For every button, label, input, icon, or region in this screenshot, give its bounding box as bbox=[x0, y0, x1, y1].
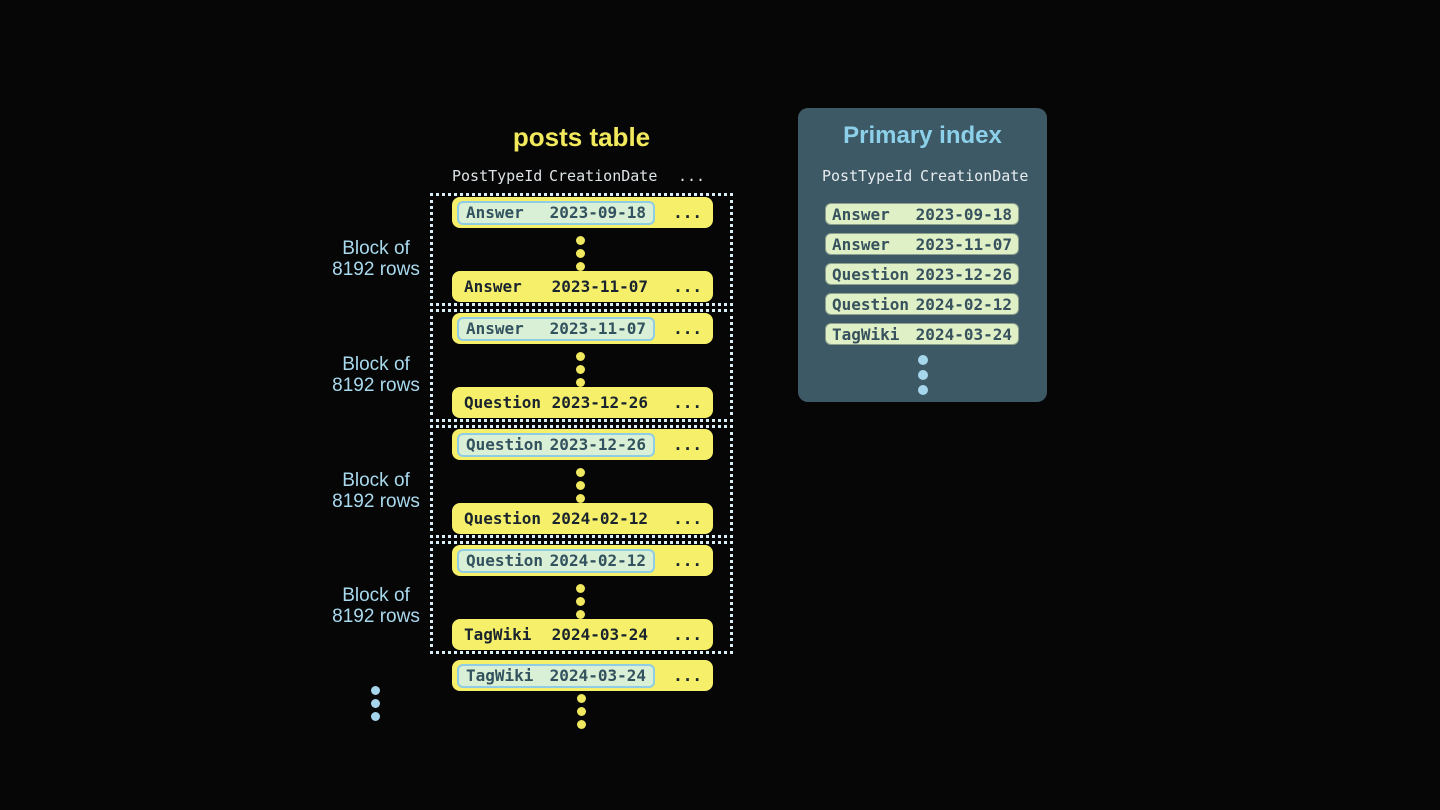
block-label-3: Block of 8192 rows bbox=[332, 470, 420, 512]
row-ellipsis: ... bbox=[673, 319, 702, 338]
highlighted-cell: Question 2023-12-26 bbox=[457, 432, 655, 457]
highlighted-cell: Answer 2023-09-18 bbox=[457, 200, 655, 225]
row-ellipsis: ... bbox=[673, 435, 702, 454]
block-label-2: Block of 8192 rows bbox=[332, 354, 420, 396]
block-4: Question 2024-02-12 ... TagWiki 2024-03-… bbox=[430, 541, 733, 654]
row-ellipsis: ... bbox=[673, 393, 702, 412]
highlighted-cell: TagWiki 2024-03-24 bbox=[457, 663, 655, 688]
row-cell: Question 2024-02-12 bbox=[464, 509, 648, 528]
row-cell: Question 2023-12-26 bbox=[464, 393, 648, 412]
row-cell: Answer 2023-11-07 bbox=[464, 277, 648, 296]
vertical-ellipsis-icon bbox=[576, 352, 585, 387]
primary-index-title: Primary index bbox=[843, 122, 1002, 149]
index-row: Answer 2023-09-18 bbox=[825, 203, 1019, 225]
highlighted-cell: Question 2024-02-12 bbox=[457, 548, 655, 573]
index-row: TagWiki 2024-03-24 bbox=[825, 323, 1019, 345]
table-row: Question 2024-02-12 ... bbox=[452, 503, 713, 534]
table-row: TagWiki 2024-03-24 ... bbox=[452, 619, 713, 650]
row-ellipsis: ... bbox=[673, 203, 702, 222]
table-row: Question 2023-12-26 ... bbox=[452, 429, 713, 460]
posts-table-title: posts table bbox=[512, 122, 651, 152]
vertical-ellipsis-icon bbox=[576, 584, 585, 619]
vertical-ellipsis-icon bbox=[577, 694, 586, 729]
vertical-ellipsis-icon bbox=[576, 468, 585, 503]
block-2: Answer 2023-11-07 ... Question 2023-12-2… bbox=[430, 309, 733, 422]
index-row: Answer 2023-11-07 bbox=[825, 233, 1019, 255]
block-1: Answer 2023-09-18 ... Answer 2023-11-07 … bbox=[430, 193, 733, 306]
index-row: Question 2024-02-12 bbox=[825, 293, 1019, 315]
table-row-overflow: TagWiki 2024-03-24 ... bbox=[452, 660, 713, 691]
vertical-ellipsis-icon bbox=[576, 236, 585, 271]
row-ellipsis: ... bbox=[673, 277, 702, 296]
table-row: Answer 2023-11-07 ... bbox=[452, 271, 713, 302]
row-ellipsis: ... bbox=[673, 625, 702, 644]
block-3: Question 2023-12-26 ... Question 2024-02… bbox=[430, 425, 733, 538]
column-header-posttypeid: PostTypeId bbox=[822, 167, 913, 185]
block-label-1: Block of 8192 rows bbox=[332, 238, 420, 280]
primary-index-column-headers: PostTypeId CreationDate bbox=[822, 167, 1028, 185]
vertical-ellipsis-icon bbox=[917, 355, 928, 395]
row-ellipsis: ... bbox=[673, 551, 702, 570]
column-header-posttypeid: PostTypeId bbox=[452, 167, 543, 185]
row-cell: TagWiki 2024-03-24 bbox=[464, 625, 648, 644]
table-row: Question 2024-02-12 ... bbox=[452, 545, 713, 576]
column-header-more: ... bbox=[678, 167, 706, 185]
row-ellipsis: ... bbox=[673, 509, 702, 528]
table-row: Question 2023-12-26 ... bbox=[452, 387, 713, 418]
vertical-ellipsis-icon bbox=[371, 686, 380, 721]
highlighted-cell: Answer 2023-11-07 bbox=[457, 316, 655, 341]
primary-index-panel: Primary index PostTypeId CreationDate An… bbox=[798, 108, 1047, 402]
row-ellipsis: ... bbox=[673, 666, 702, 685]
block-label-4: Block of 8192 rows bbox=[332, 585, 420, 627]
column-header-creationdate: CreationDate bbox=[920, 167, 1029, 185]
column-header-creationdate: CreationDate bbox=[549, 167, 658, 185]
posts-table-column-headers: PostTypeId CreationDate ... bbox=[452, 167, 705, 185]
table-row: Answer 2023-11-07 ... bbox=[452, 313, 713, 344]
index-row: Question 2023-12-26 bbox=[825, 263, 1019, 285]
table-row: Answer 2023-09-18 ... bbox=[452, 197, 713, 228]
